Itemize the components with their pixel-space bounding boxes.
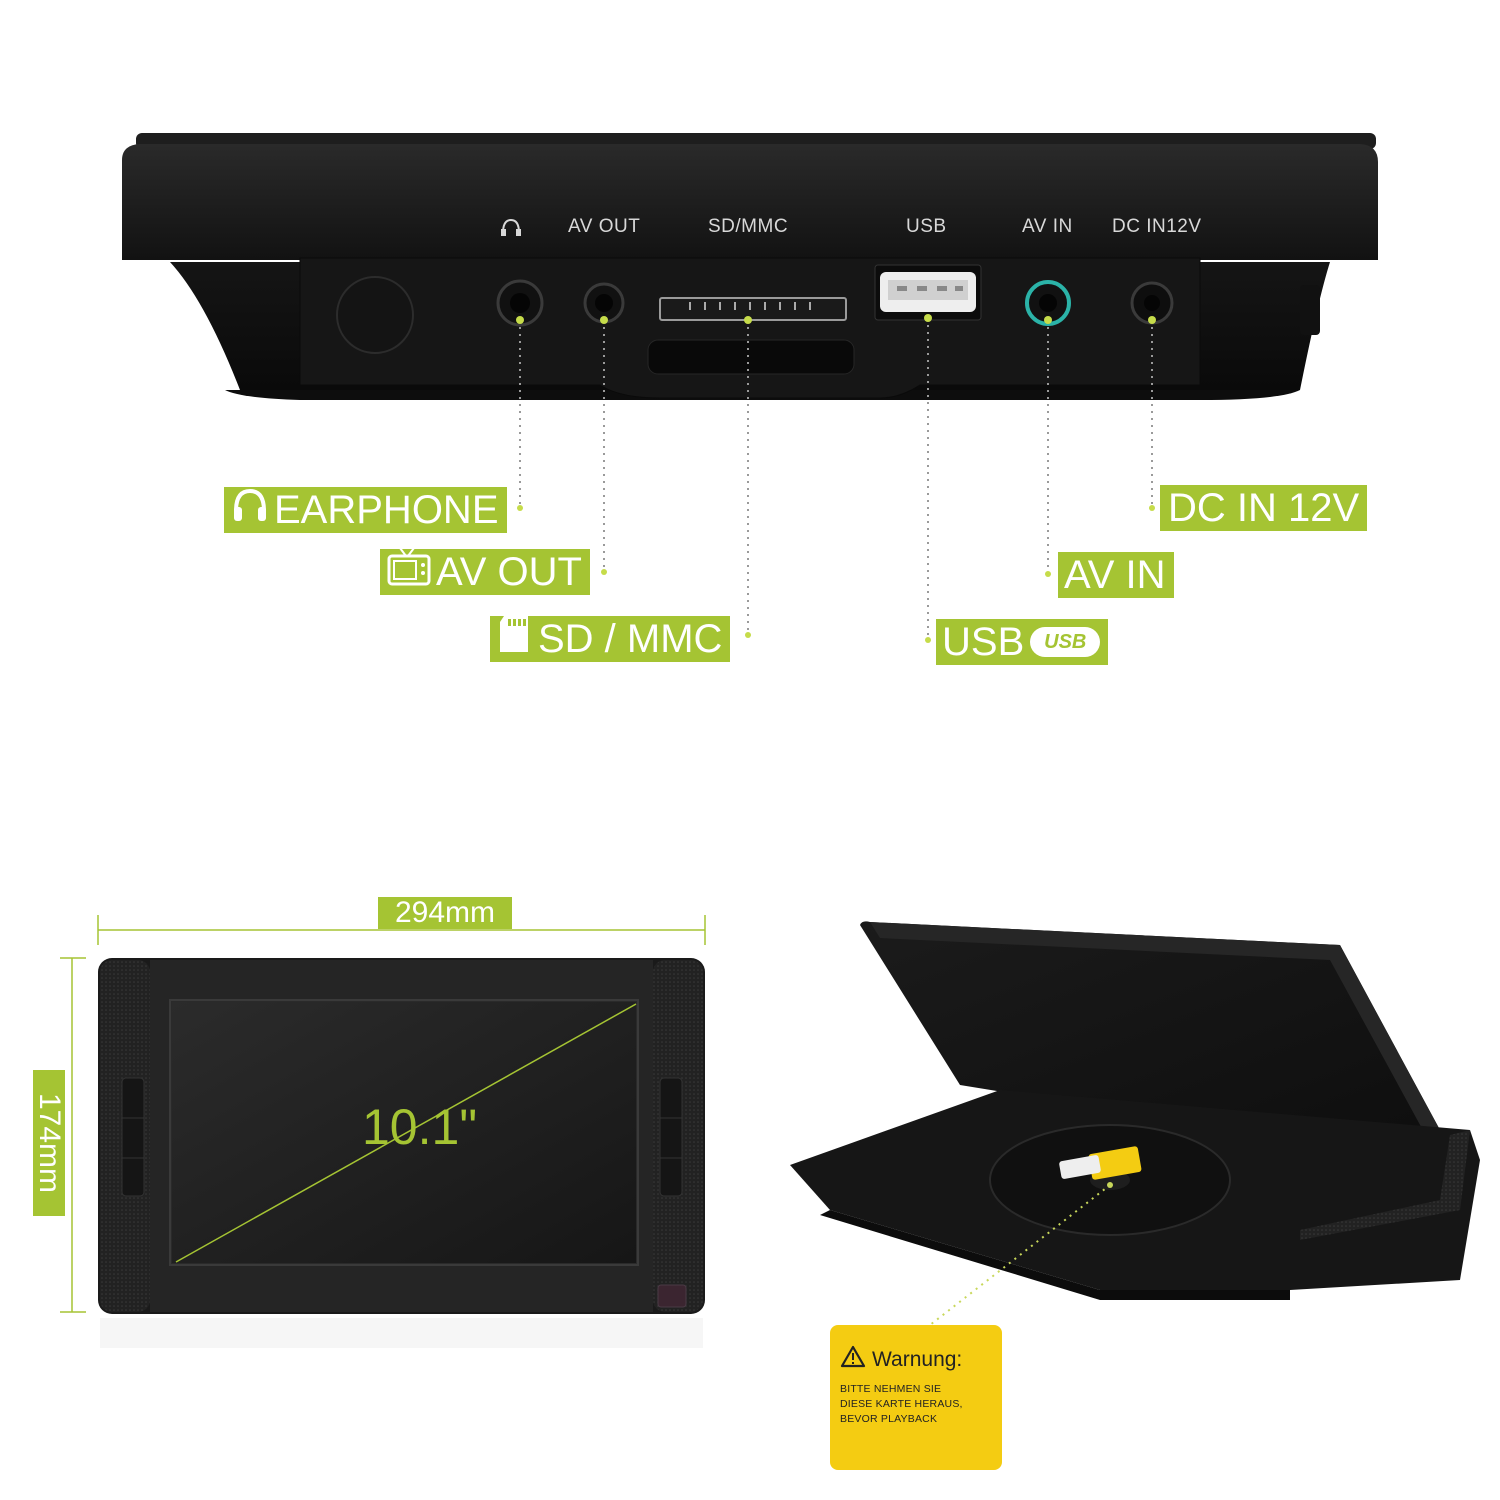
callout-av-in: AV IN — [1058, 552, 1174, 598]
usb-logo-icon: USB — [1030, 627, 1101, 657]
printed-label-sd-mmc: SD/MMC — [708, 216, 789, 237]
width-dimension-tag: 294mm — [378, 896, 512, 929]
headphones-icon — [230, 485, 270, 535]
warning-body: BITTE NEHMEN SIE DIESE KARTE HERAUS, BEV… — [840, 1382, 992, 1427]
device-open-view — [790, 921, 1480, 1326]
callout-sd-mmc-label: SD / MMC — [538, 617, 723, 661]
printed-label-dc-in: DC IN12V — [1112, 216, 1202, 237]
device-side-view — [122, 133, 1378, 400]
height-dimension-label: 174mm — [33, 1092, 67, 1194]
callout-av-out-label: AV OUT — [436, 550, 582, 594]
screen-size-label: 10.1" — [362, 1099, 478, 1155]
callout-av-out: AV OUT — [380, 546, 590, 598]
tv-icon — [386, 546, 432, 598]
printed-label-av-in: AV IN — [1022, 216, 1073, 237]
device-front-view — [60, 915, 706, 1348]
callout-earphone-label: EARPHONE — [274, 488, 499, 532]
warning-title-row: Warnung: — [840, 1345, 992, 1374]
callout-dc-in: DC IN 12V — [1160, 485, 1368, 531]
callout-dc-in-label: DC IN 12V — [1168, 486, 1360, 530]
height-dimension-tag: 174mm — [33, 1070, 67, 1216]
warning-card: Warnung: BITTE NEHMEN SIE DIESE KARTE HE… — [830, 1325, 1002, 1470]
warning-triangle-icon — [840, 1345, 866, 1374]
callout-leaders — [519, 318, 1153, 640]
callout-dots — [516, 314, 1156, 643]
callout-usb: USB USB — [936, 619, 1109, 665]
warning-line-1: BITTE NEHMEN SIE — [840, 1383, 942, 1395]
warning-line-3: BEVOR PLAYBACK — [840, 1413, 938, 1425]
warning-title: Warnung: — [872, 1347, 963, 1371]
sd-card-icon — [496, 613, 534, 665]
printed-label-usb: USB — [906, 216, 947, 237]
callout-earphone: EARPHONE — [224, 487, 507, 533]
callout-av-in-label: AV IN — [1064, 553, 1166, 597]
callout-sd-mmc: SD / MMC — [490, 613, 731, 665]
callout-usb-label: USB — [942, 620, 1025, 664]
warning-line-2: DIESE KARTE HERAUS, — [840, 1398, 963, 1410]
printed-label-av-out: AV OUT — [568, 216, 641, 237]
